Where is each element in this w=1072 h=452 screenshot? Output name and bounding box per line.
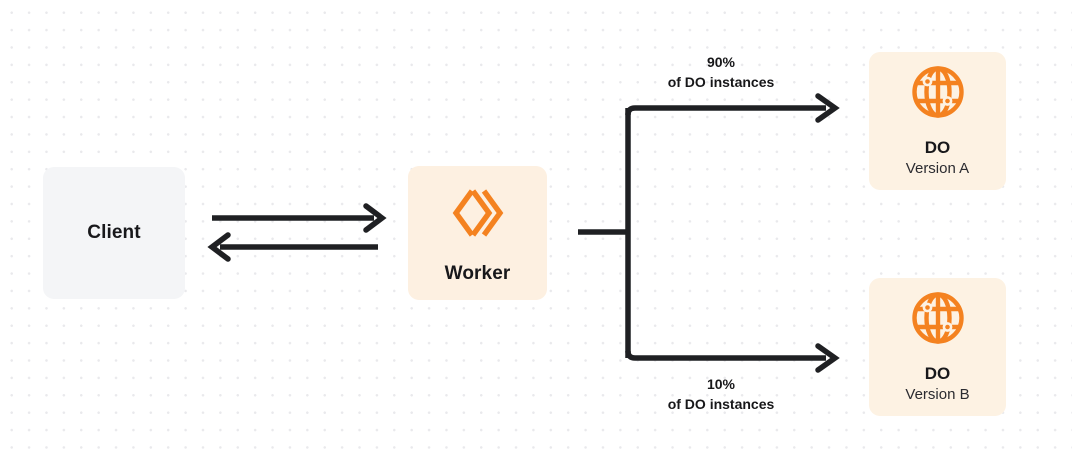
globe-icon xyxy=(909,63,967,126)
edge-label-10-percent-value: 10% xyxy=(706,376,736,392)
edge-client-to-worker xyxy=(212,203,387,233)
node-do-version-a-sublabel: Version A xyxy=(905,160,970,178)
globe-icon xyxy=(909,289,967,352)
edge-worker-to-do-b xyxy=(625,343,840,373)
node-worker[interactable]: Worker xyxy=(408,166,547,300)
edge-label-10-percent-caption: of DO instances xyxy=(667,396,775,413)
edge-label-90-percent-value: 90% xyxy=(706,54,736,70)
node-client-label: Client xyxy=(87,222,141,244)
edge-label-10-percent: 10% of DO instances xyxy=(620,374,822,415)
node-do-version-b-label: DO xyxy=(924,364,951,384)
node-do-version-b[interactable]: DO Version B xyxy=(869,278,1006,416)
edge-label-90-percent-caption: of DO instances xyxy=(667,74,775,91)
cloudflare-workers-icon xyxy=(447,182,509,249)
node-client[interactable]: Client xyxy=(43,167,185,299)
node-worker-label: Worker xyxy=(444,262,511,284)
edge-label-90-percent: 90% of DO instances xyxy=(620,52,822,93)
node-do-version-a-label: DO xyxy=(924,138,951,158)
node-do-version-b-sublabel: Version B xyxy=(905,386,970,404)
edge-worker-to-do-a xyxy=(625,93,840,123)
edge-worker-to-client xyxy=(207,232,378,262)
edge-worker-branch-trunk xyxy=(578,108,631,358)
node-do-version-a[interactable]: DO Version A xyxy=(869,52,1006,190)
